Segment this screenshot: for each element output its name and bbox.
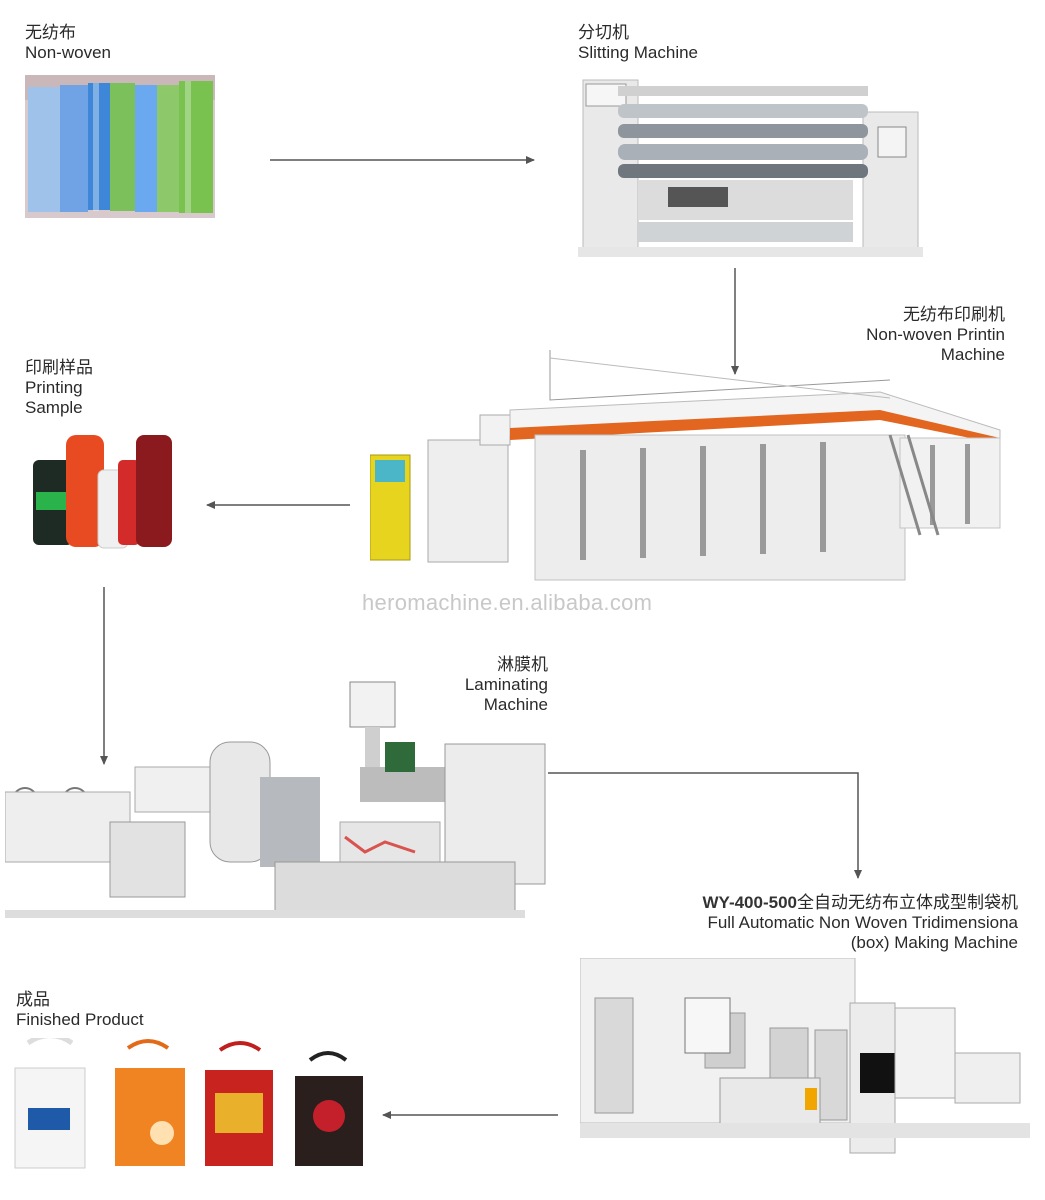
label-nonwoven-zh: 无纺布	[25, 23, 76, 42]
label-bag-machine-en1: Full Automatic Non Woven Tridimensiona	[707, 913, 1018, 932]
label-slitting-en: Slitting Machine	[578, 43, 699, 62]
bag-orange	[115, 1039, 185, 1166]
watermark: heromachine.en.alibaba.com	[362, 590, 653, 615]
label-slitting-zh: 分切机	[578, 23, 629, 42]
label-bag-machine-en2: (box) Making Machine	[850, 933, 1018, 952]
label-bag-machine-zh: 全自动无纺布立体成型制袋机	[797, 893, 1018, 912]
label-printing-machine-zh: 无纺布印刷机	[903, 305, 1005, 324]
printing-sample-photo	[33, 435, 172, 549]
laminating-machine-photo	[5, 681, 546, 918]
arrow-laminating-to-bag-machine	[548, 772, 862, 879]
label-printing-sample-en2: Sample	[25, 398, 83, 417]
label-printing-machine: 无纺布印刷机 Non-woven Printin Machine	[866, 305, 1005, 365]
label-laminating-zh: 淋膜机	[497, 655, 548, 674]
label-printing-sample-en1: Printing	[25, 378, 83, 397]
slitting-machine-photo	[578, 79, 923, 257]
label-laminating-en2: Machine	[483, 695, 548, 714]
label-nonwoven-en: Non-woven	[25, 43, 111, 62]
label-finished: 成品 Finished Product	[16, 990, 144, 1030]
bag-red	[205, 1041, 273, 1166]
label-slitting: 分切机 Slitting Machine	[578, 23, 698, 63]
label-bag-machine-title: WY-400-500全自动无纺布立体成型制袋机	[703, 893, 1019, 913]
printing-machine-photo	[370, 350, 1001, 581]
bag-black	[295, 1051, 363, 1166]
label-nonwoven: 无纺布 Non-woven	[25, 23, 111, 63]
label-finished-zh: 成品	[16, 990, 50, 1009]
label-bag-machine: WY-400-500全自动无纺布立体成型制袋机 Full Automatic N…	[703, 893, 1019, 953]
label-bag-machine-model: WY-400-500	[702, 893, 798, 912]
bag-making-machine-photo	[580, 958, 1030, 1154]
label-printing-machine-en1: Non-woven Printin	[866, 325, 1005, 344]
nonwoven-rolls-photo	[25, 75, 215, 218]
bag-white	[14, 1038, 86, 1169]
label-printing-sample: 印刷样品 Printing Sample	[25, 358, 93, 418]
label-printing-machine-en2: Machine	[940, 345, 1005, 364]
label-laminating: 淋膜机 Laminating Machine	[465, 655, 548, 715]
finished-bags-photo	[14, 1038, 363, 1169]
label-finished-en: Finished Product	[16, 1010, 144, 1029]
label-laminating-en1: Laminating	[464, 675, 548, 694]
label-printing-sample-zh: 印刷样品	[25, 358, 93, 377]
